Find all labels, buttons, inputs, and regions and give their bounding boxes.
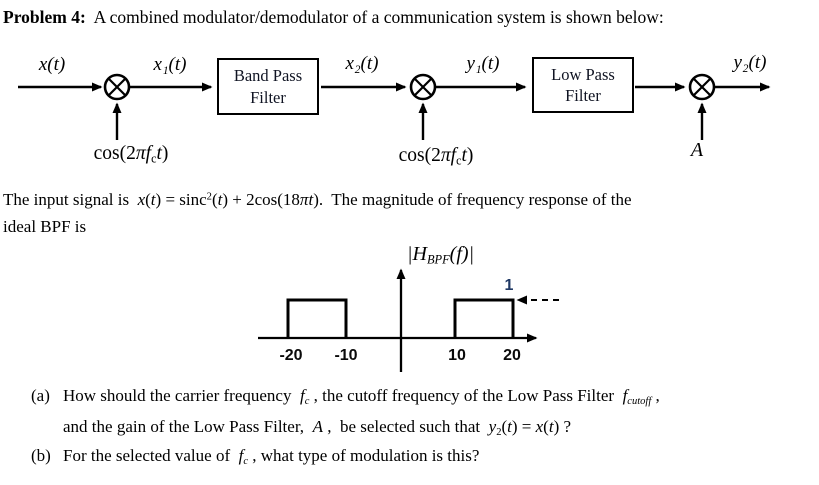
passband-rect-negative [286, 298, 348, 338]
problem-title-text: A combined modulator/demodulator of a co… [85, 7, 664, 27]
ideal-bpf-sentence: ideal BPF is [3, 217, 87, 236]
tick-neg20: -20 [279, 347, 303, 364]
signal-label-y2: y₂(t) [733, 52, 767, 73]
bpf-label-line1: Band Pass [233, 66, 303, 86]
gain-a-label: A [690, 139, 704, 161]
plot-y-axis-label: |HBPF(f)| [407, 243, 475, 267]
lpf-label-line2: Filter [565, 86, 601, 105]
signal-label-x2: x₂(t) [345, 53, 379, 74]
multiplier-2-icon [409, 73, 437, 101]
question-a-line2: and the gain of the Low Pass Filter, A ,… [63, 417, 572, 439]
bpf-label-line2: Filter [250, 87, 286, 107]
question-b-label: (b) [31, 446, 51, 465]
passband-rect-positive [453, 298, 515, 338]
carrier2-label: cos(2πfct) [398, 145, 474, 168]
signal-label-x1: x₁(t) [153, 54, 187, 75]
lpf-label-line1: Low Pass [551, 64, 615, 84]
tick-20: 20 [503, 347, 521, 364]
tick-neg10: -10 [334, 347, 358, 364]
question-b-line: (b) For the selected value of fc , what t… [31, 446, 811, 467]
carrier1-label: cos(2πfct) [93, 143, 169, 166]
plot-gain-annotation: 1 [504, 277, 514, 294]
tick-10: 10 [448, 347, 466, 364]
multiplier-3-icon [688, 73, 716, 101]
multiplier-1-icon [103, 73, 131, 101]
question-a-label: (a) [31, 386, 50, 405]
page-title: Problem 4: A combined modulator/demodula… [3, 7, 664, 28]
signal-label-x: x(t) [38, 54, 66, 75]
question-b-text: For the selected value of fc , what type… [63, 446, 480, 468]
low-pass-filter-block: Low Pass Filter [532, 57, 634, 113]
problem-number: Problem 4: [3, 7, 86, 27]
input-signal-sentence: The input signal is x(t) = sinc2(t) + 2c… [3, 190, 632, 209]
signal-label-y1: y₁(t) [466, 53, 500, 74]
question-a-line1: (a) How should the carrier frequency fc ,… [31, 386, 811, 407]
band-pass-filter-block: Band Pass Filter [217, 58, 319, 115]
question-a-text1: How should the carrier frequency fc , th… [63, 386, 660, 408]
signal-flow-arrows [18, 82, 771, 140]
